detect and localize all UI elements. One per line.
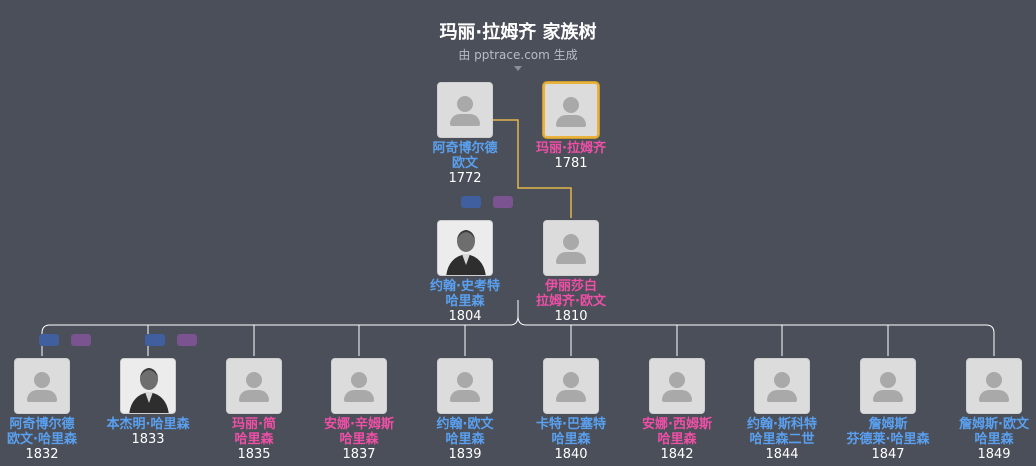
person-name-line: 哈里森 bbox=[974, 432, 1014, 447]
person-name[interactable]: 詹姆斯芬德莱·哈里森 bbox=[833, 417, 943, 447]
birth-year: 1781 bbox=[554, 156, 588, 171]
spouse-indicator-icon[interactable] bbox=[145, 334, 165, 346]
portrait-photo[interactable] bbox=[437, 220, 493, 276]
person-name-line: 哈里森 bbox=[339, 432, 379, 447]
birth-year: 1844 bbox=[765, 447, 799, 462]
birth-year: 1810 bbox=[554, 309, 588, 324]
person-name-line: 拉姆齐·欧文 bbox=[536, 294, 606, 309]
spouse-indicator-icon[interactable] bbox=[39, 334, 59, 346]
person-name[interactable]: 安娜·辛姆斯哈里森 bbox=[304, 417, 414, 447]
person-name-line: 卡特·巴塞特 bbox=[536, 417, 606, 432]
portrait-photo[interactable] bbox=[120, 358, 176, 414]
person-name[interactable]: 安娜·西姆斯哈里森 bbox=[622, 417, 732, 447]
person-name-line: 芬德莱·哈里森 bbox=[846, 432, 930, 447]
person-name-line: 哈里森二世 bbox=[749, 432, 815, 447]
person-placeholder-icon[interactable] bbox=[649, 358, 705, 414]
person-placeholder-icon[interactable] bbox=[543, 358, 599, 414]
person-placeholder-icon[interactable] bbox=[14, 358, 70, 414]
spouse-indicator-icon[interactable] bbox=[493, 196, 513, 208]
person-placeholder-icon[interactable] bbox=[543, 220, 599, 276]
person-name-line: 玛丽·简 bbox=[232, 417, 276, 432]
person-placeholder-icon[interactable] bbox=[437, 82, 493, 138]
person-name-line: 欧文·哈里森 bbox=[7, 432, 77, 447]
spouse-indicator-icon[interactable] bbox=[461, 196, 481, 208]
person-name[interactable]: 伊丽莎白拉姆齐·欧文 bbox=[516, 279, 626, 309]
person-placeholder-icon[interactable] bbox=[966, 358, 1022, 414]
birth-year: 1835 bbox=[237, 447, 271, 462]
birth-year: 1804 bbox=[448, 309, 482, 324]
page-title: 玛丽·拉姆齐 家族树 bbox=[439, 22, 597, 43]
person-name-line: 安娜·西姆斯 bbox=[642, 417, 712, 432]
birth-year: 1833 bbox=[131, 432, 165, 447]
person-name-line: 哈里森 bbox=[551, 432, 591, 447]
person-placeholder-icon[interactable] bbox=[437, 358, 493, 414]
person-name-line: 哈里森 bbox=[445, 294, 485, 309]
person-placeholder-icon[interactable] bbox=[754, 358, 810, 414]
person-name[interactable]: 卡特·巴塞特哈里森 bbox=[516, 417, 626, 447]
person-name-line: 约翰·欧文 bbox=[436, 417, 494, 432]
birth-year: 1840 bbox=[554, 447, 588, 462]
person-name[interactable]: 阿奇博尔德欧文 bbox=[410, 141, 520, 171]
spouse-indicator-icon[interactable] bbox=[71, 334, 91, 346]
birth-year: 1847 bbox=[871, 447, 905, 462]
person-name-line: 约翰·史考特 bbox=[430, 279, 500, 294]
spouse-indicator-icon[interactable] bbox=[177, 334, 197, 346]
person-name[interactable]: 詹姆斯·欧文哈里森 bbox=[939, 417, 1036, 447]
person-name[interactable]: 约翰·欧文哈里森 bbox=[410, 417, 520, 447]
person-name-line: 伊丽莎白 bbox=[544, 279, 597, 294]
person-name-line: 哈里森 bbox=[657, 432, 697, 447]
person-name-line: 玛丽·拉姆齐 bbox=[536, 141, 606, 156]
person-name-line: 詹姆斯 bbox=[868, 417, 908, 432]
person-name[interactable]: 约翰·斯科特哈里森二世 bbox=[727, 417, 837, 447]
person-placeholder-icon[interactable] bbox=[226, 358, 282, 414]
person-name[interactable]: 玛丽·简哈里森 bbox=[199, 417, 309, 447]
person-name-line: 阿奇博尔德 bbox=[432, 141, 498, 156]
person-name-line: 哈里森 bbox=[234, 432, 274, 447]
person-name-line: 本杰明·哈里森 bbox=[106, 417, 190, 432]
person-placeholder-icon[interactable] bbox=[860, 358, 916, 414]
birth-year: 1849 bbox=[977, 447, 1011, 462]
page-subtitle: 由 pptrace.com 生成 bbox=[458, 48, 578, 62]
person-name[interactable]: 玛丽·拉姆齐 bbox=[516, 141, 626, 156]
person-name-line: 约翰·斯科特 bbox=[747, 417, 817, 432]
person-name[interactable]: 本杰明·哈里森 bbox=[93, 417, 203, 432]
birth-year: 1839 bbox=[448, 447, 482, 462]
person-name[interactable]: 阿奇博尔德欧文·哈里森 bbox=[0, 417, 97, 447]
person-name-line: 詹姆斯·欧文 bbox=[959, 417, 1029, 432]
person-name-line: 哈里森 bbox=[445, 432, 485, 447]
birth-year: 1842 bbox=[660, 447, 694, 462]
person-name-line: 安娜·辛姆斯 bbox=[324, 417, 394, 432]
person-name[interactable]: 约翰·史考特哈里森 bbox=[410, 279, 520, 309]
birth-year: 1837 bbox=[342, 447, 376, 462]
person-name-line: 阿奇博尔德 bbox=[9, 417, 75, 432]
person-name-line: 欧文 bbox=[451, 156, 478, 171]
person-placeholder-icon[interactable] bbox=[543, 82, 599, 138]
person-placeholder-icon[interactable] bbox=[331, 358, 387, 414]
birth-year: 1832 bbox=[25, 447, 59, 462]
birth-year: 1772 bbox=[448, 171, 482, 186]
